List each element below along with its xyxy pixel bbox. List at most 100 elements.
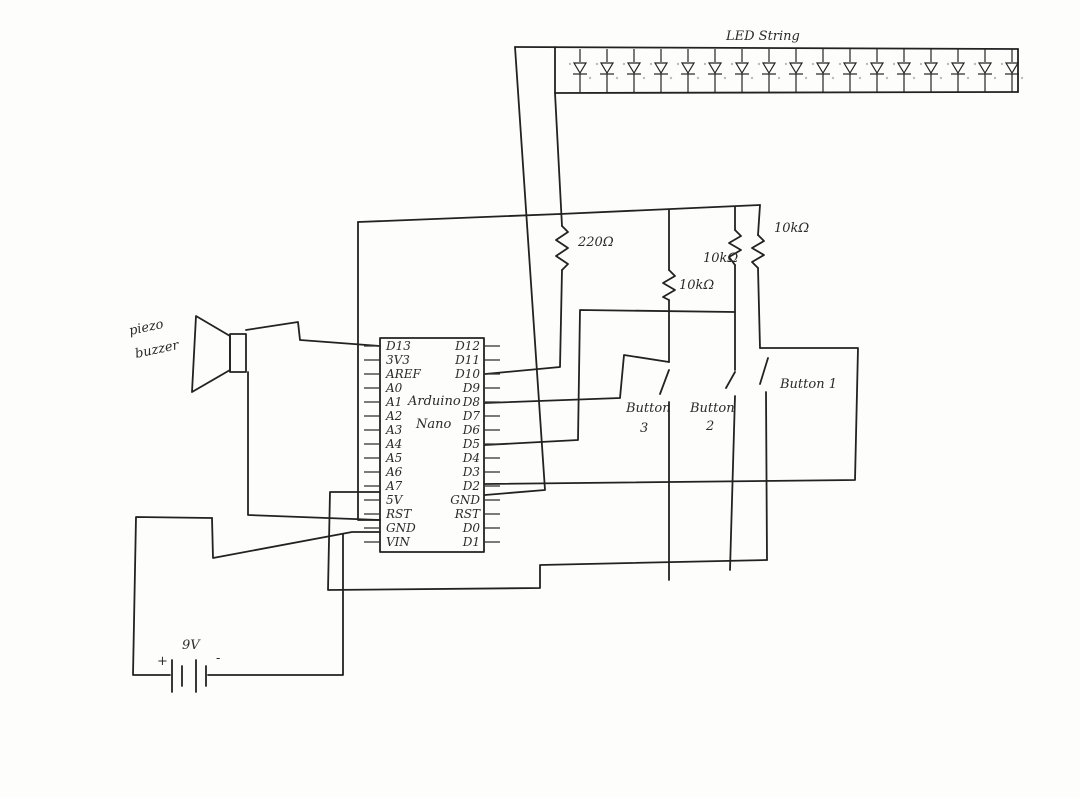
led-diode [1000,49,1024,92]
arduino-pin: D7 [462,409,500,423]
arduino-pin-label: D12 [454,339,480,353]
arduino-pin: A3 [364,423,403,437]
arduino-pin-label: A0 [385,381,403,395]
led-diode [946,49,970,92]
arduino-label-line1: Arduino [407,394,461,409]
led-diode [811,49,835,92]
arduino-pin: D5 [462,437,500,451]
ground-return-bus [327,491,768,591]
led-diode [865,49,889,92]
battery-label: 9V [182,638,201,653]
arduino-pin: A1 [364,395,402,409]
arduino-pin-label: A5 [385,451,402,465]
led-diode [892,49,916,92]
arduino-pin-label: A4 [385,437,402,451]
led-diode [730,49,754,92]
led-diode [703,49,727,92]
piezo-label-line1: piezo [128,317,165,339]
resistor-220-label: 220Ω [577,235,614,250]
arduino-pin: RST [454,507,500,521]
arduino-pin-label: A1 [385,395,402,409]
led-diodes [568,49,1024,92]
led-diode [757,49,781,92]
arduino-pin-label: D13 [385,339,411,353]
led-diode [838,49,862,92]
button2-label-line1: Button [689,401,735,416]
arduino-pin: A7 [364,479,403,493]
arduino-pin: VIN [364,535,410,549]
arduino-pin-label: 3V3 [386,353,410,367]
arduino-pin: D6 [462,423,500,437]
arduino-pin-label: D6 [462,423,481,437]
arduino-pin: D4 [462,451,500,465]
arduino-pin: GND [364,521,416,535]
arduino-pin: D9 [462,381,500,395]
arduino-pin: 5V [364,493,404,507]
arduino-pin: RST [364,507,412,521]
piezo-label-line2: buzzer [134,338,181,362]
arduino-pin: A5 [364,451,402,465]
button3-label-line2: 3 [640,421,648,436]
arduino-pin-label: D1 [462,535,480,549]
resistor-button2-label: 10kΩ [703,251,738,266]
arduino-pin-label: A2 [385,409,402,423]
resistor-button1-label: 10kΩ [774,221,809,236]
arduino-pin-label: D3 [462,465,481,479]
arduino-pin: D10 [454,367,500,381]
resistor-220: 220Ω [484,92,614,375]
led-diode [919,49,943,92]
arduino-pin-label: D11 [454,353,480,367]
arduino-pin: D11 [454,353,500,367]
button-2: 10kΩ Button 2 [484,206,742,571]
led-diode [784,49,808,92]
arduino-pin-label: D10 [454,367,480,381]
button1-label: Button 1 [779,377,837,392]
resistor-button3-label: 10kΩ [679,278,714,293]
led-diode [595,49,619,92]
led-diode [973,49,997,92]
battery-9v: 9V + - [132,516,381,693]
led-string: LED String [514,29,1024,94]
arduino-pin-label: A3 [385,423,403,437]
button-1: 10kΩ Button 1 [484,204,859,561]
piezo-buzzer: piezo buzzer [128,315,381,521]
arduino-pin-label: D9 [462,381,481,395]
arduino-pin: A4 [364,437,402,451]
arduino-pin-label: A7 [385,479,403,493]
arduino-pin-label: D4 [462,451,480,465]
arduino-pin-label: A6 [385,465,403,479]
arduino-pin: D1 [462,535,500,549]
arduino-pin-label: D8 [462,395,481,409]
arduino-pin: D13 [364,339,411,353]
arduino-pin: D0 [462,521,500,535]
arduino-pin-label: D7 [462,409,481,423]
led-diode [622,49,646,92]
arduino-pin: D2 [462,479,500,493]
led-ground-wire [484,46,546,496]
arduino-pin: A6 [364,465,403,479]
led-diode [568,49,592,92]
arduino-pin-label: RST [454,507,481,521]
arduino-pin-label: RST [385,507,412,521]
button2-label-line2: 2 [705,419,714,434]
led-diode [676,49,700,92]
arduino-pin-label: GND [386,521,416,535]
arduino-pin-label: D5 [462,437,480,451]
battery-minus: - [216,651,220,666]
led-string-label: LED String [725,29,800,44]
top-rail [357,204,761,521]
button-3: 10kΩ Button 3 [484,209,714,581]
button3-label-line1: Button [625,401,671,416]
arduino-pin: AREF [364,367,421,381]
arduino-pin: A0 [364,381,403,395]
led-diode [649,49,673,92]
arduino-pin: D3 [462,465,500,479]
arduino-pin: 3V3 [364,353,410,367]
arduino-pin-label: VIN [386,535,410,549]
arduino-pin-label: 5V [386,493,404,507]
